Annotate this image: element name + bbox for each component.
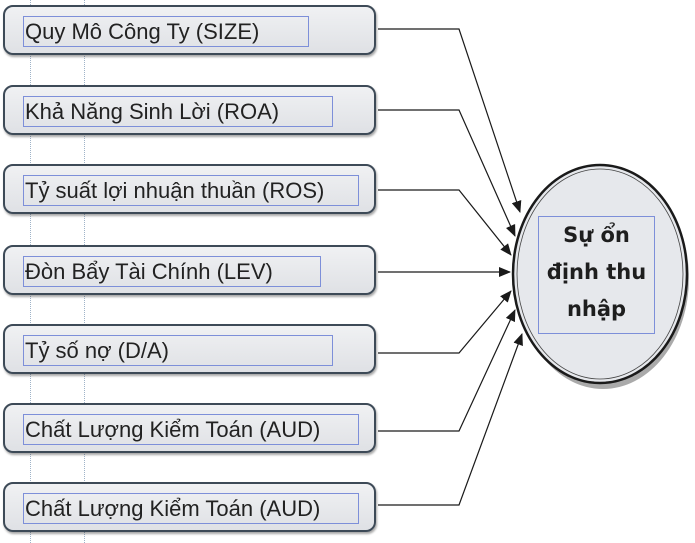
outcome-label: Sự ổn định thu nhập bbox=[538, 216, 655, 334]
factor-box-aud-1: Chất Lượng Kiểm Toán (AUD) bbox=[3, 403, 376, 453]
factor-label-ros: Tỷ suất lợi nhuận thuần (ROS) bbox=[23, 175, 359, 206]
factor-label-lev: Đòn Bẩy Tài Chính (LEV) bbox=[23, 256, 321, 287]
factor-label-roa: Khả Năng Sinh Lời (ROA) bbox=[23, 96, 333, 127]
factor-label-aud-1: Chất Lượng Kiểm Toán (AUD) bbox=[23, 414, 359, 445]
factor-box-lev: Đòn Bẩy Tài Chính (LEV) bbox=[3, 245, 376, 295]
arrow-da bbox=[378, 290, 512, 354]
factor-box-roa: Khả Năng Sinh Lời (ROA) bbox=[3, 85, 376, 135]
outcome-ellipse bbox=[511, 163, 689, 385]
arrow-ros bbox=[378, 189, 512, 256]
factor-box-size: Quy Mô Công Ty (SIZE) bbox=[3, 5, 376, 55]
factor-box-ros: Tỷ suất lợi nhuận thuần (ROS) bbox=[3, 164, 376, 214]
arrow-size bbox=[378, 28, 522, 213]
factor-label-aud-2: Chất Lượng Kiểm Toán (AUD) bbox=[23, 493, 359, 524]
arrow-aud-1 bbox=[378, 309, 516, 432]
factor-box-aud-2: Chất Lượng Kiểm Toán (AUD) bbox=[3, 482, 376, 532]
arrow-aud-2 bbox=[378, 333, 523, 506]
arrow-roa bbox=[378, 109, 516, 237]
factor-label-size: Quy Mô Công Ty (SIZE) bbox=[23, 16, 309, 47]
factor-label-da: Tỷ số nợ (D/A) bbox=[23, 335, 333, 366]
outcome-ellipse-inner-ring bbox=[516, 168, 684, 380]
factor-box-da: Tỷ số nợ (D/A) bbox=[3, 324, 376, 374]
